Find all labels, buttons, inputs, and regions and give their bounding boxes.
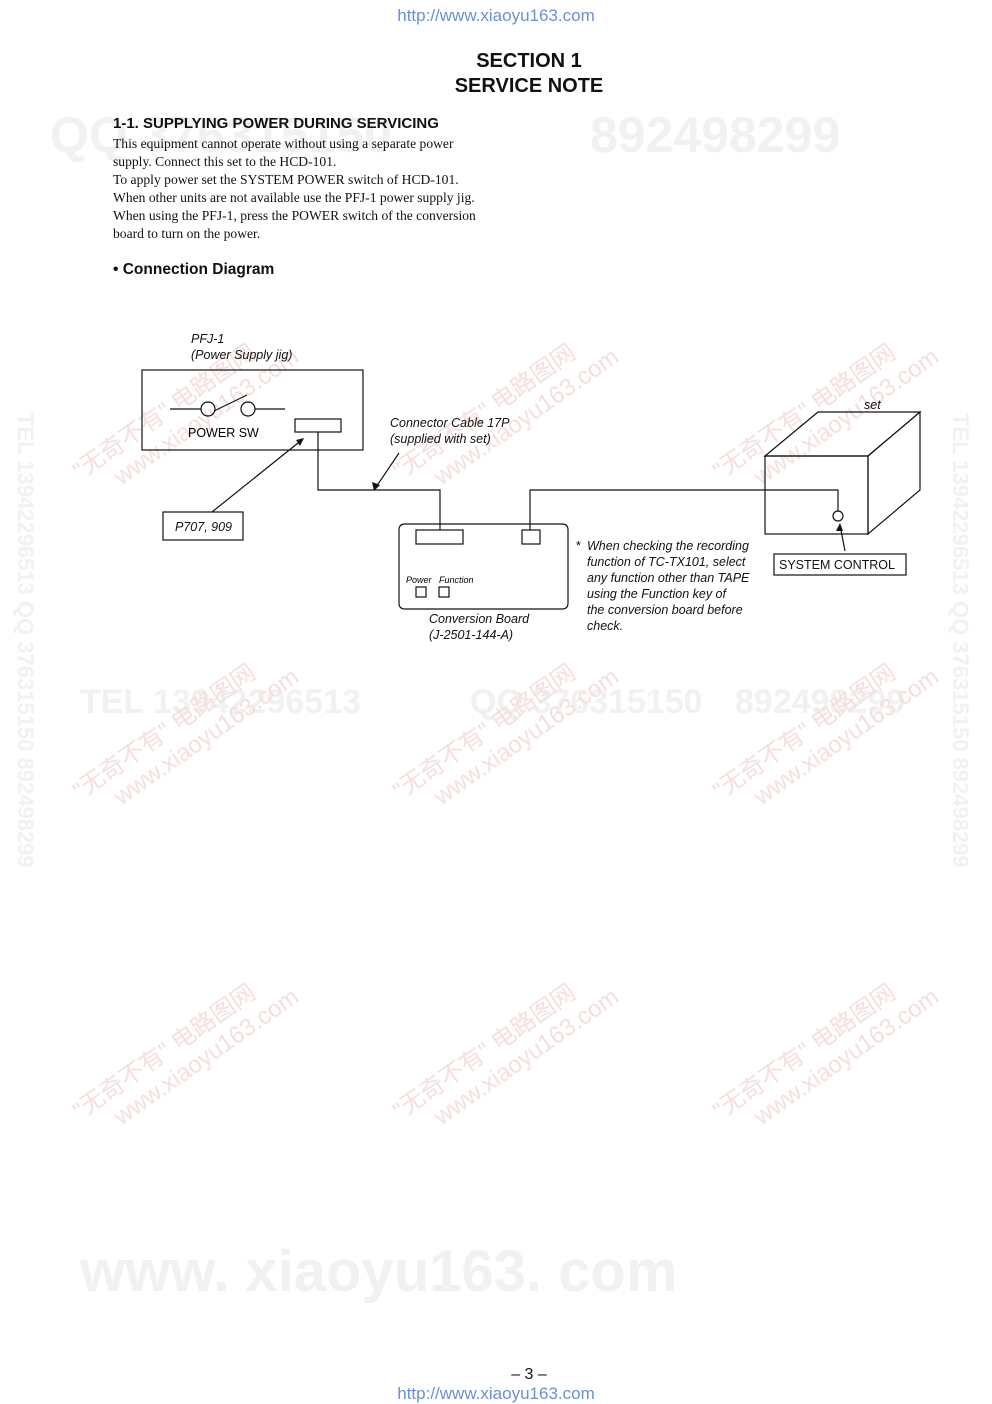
note-line: function of TC-TX101, select — [587, 555, 746, 569]
body-text: This equipment cannot operate without us… — [113, 135, 533, 243]
set-label: set — [864, 398, 881, 412]
system-control-box — [773, 553, 907, 576]
cable-arrow-head — [372, 482, 380, 491]
watermark-bottom: www. xiaoyu163. com — [80, 1239, 678, 1304]
note-line: check. — [587, 619, 623, 633]
body-line: board to turn on the power. — [113, 226, 261, 241]
cable-label-leader — [373, 452, 400, 491]
p707-label: P707, 909 — [175, 520, 232, 534]
watermark-tel-mid: TEL 13942296513 — [80, 683, 362, 721]
set-box-side — [867, 410, 921, 536]
section-title: SERVICE NOTE — [454, 75, 604, 97]
cable-board-to-set — [529, 489, 839, 530]
note-line: using the Function key of — [587, 587, 727, 601]
board-connector-1 — [415, 529, 464, 545]
p707-arrow-head — [296, 438, 304, 446]
switch-lever — [213, 394, 248, 412]
set-connector-point — [832, 510, 844, 522]
body-line: supply. Connect this set to the HCD-101. — [113, 154, 337, 169]
p707-leader — [211, 438, 304, 513]
pfj-box — [141, 369, 364, 451]
watermark-number-top: 892498299 — [590, 107, 841, 163]
conversion-board-label: Conversion Board — [429, 612, 530, 626]
note-line: When checking the recording — [587, 539, 749, 553]
p707-box — [162, 511, 244, 541]
subsection-title: 1-1. SUPPLYING POWER DURING SERVICING — [113, 115, 439, 132]
cable-jig-to-board — [317, 432, 441, 530]
function-key-label: Function — [439, 575, 474, 585]
footer-url-link[interactable]: http://www.xiaoyu163.com — [397, 1384, 595, 1403]
note-line: the conversion board before — [587, 603, 743, 617]
board-connector-2 — [521, 529, 541, 545]
page-number: – 3 – — [511, 1366, 547, 1383]
power-key-label: Power — [406, 575, 433, 585]
pfj-sub-label: (Power Supply jig) — [191, 348, 292, 362]
body-line: This equipment cannot operate without us… — [113, 136, 454, 151]
power-sw-label: POWER SW — [188, 426, 259, 440]
note-asterisk: * — [576, 539, 581, 553]
connector-cable-sub-label: (supplied with set) — [390, 432, 491, 446]
system-control-arrow-head — [836, 523, 843, 531]
body-line: When other units are not available use t… — [113, 190, 475, 205]
connector-cable-label: Connector Cable 17P — [390, 416, 510, 430]
function-key — [438, 586, 450, 598]
switch-contact-right — [240, 401, 256, 417]
set-box-front — [764, 455, 869, 535]
note-line: any function other than TAPE — [587, 571, 750, 585]
header-url-link[interactable]: http://www.xiaoyu163.com — [397, 6, 595, 25]
body-line: When using the PFJ-1, press the POWER sw… — [113, 208, 476, 223]
watermark-number-mid: 892498299 — [735, 683, 906, 721]
pfj-label: PFJ-1 — [191, 332, 224, 346]
body-line: To apply power set the SYSTEM POWER swit… — [113, 172, 459, 187]
system-control-label: SYSTEM CONTROL — [779, 558, 895, 572]
switch-contact-left — [200, 401, 216, 417]
power-key — [415, 586, 427, 598]
watermark-qq-top: QQ 376315150 — [50, 107, 392, 163]
set-box-top — [763, 411, 922, 457]
jig-connector — [294, 418, 342, 433]
connection-diagram-heading: • Connection Diagram — [113, 261, 275, 278]
section-number: SECTION 1 — [476, 50, 582, 72]
conversion-board-sub-label: (J-2501-144-A) — [429, 628, 513, 642]
conversion-board — [398, 523, 569, 610]
watermark-qq-mid: QQ 376315150 — [470, 683, 703, 721]
